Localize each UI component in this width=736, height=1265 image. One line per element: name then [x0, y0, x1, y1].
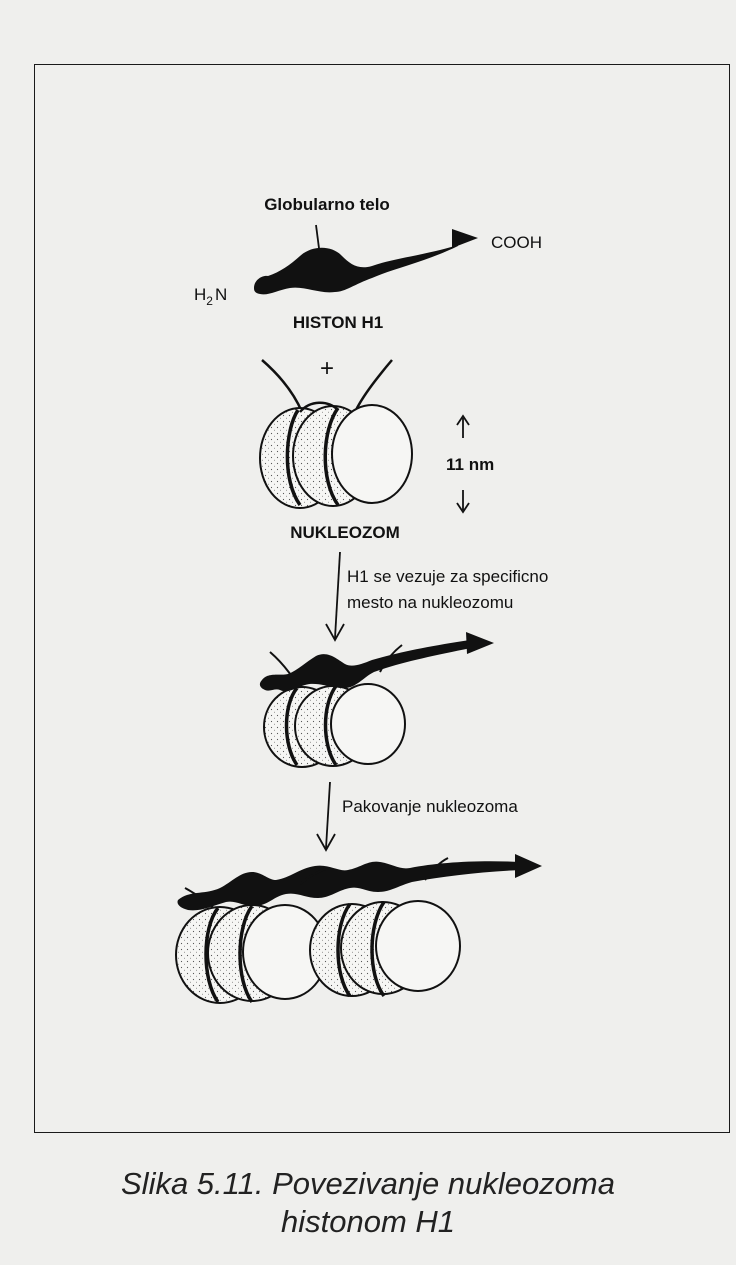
histone-h1-shape — [254, 232, 477, 295]
nucleosome-label: NUKLEOZOM — [290, 523, 400, 542]
caption-line1: Slika 5.11. Povezivanje nukleozoma — [121, 1166, 615, 1201]
dna-wrap — [285, 409, 302, 507]
nucleosome-disc-front — [331, 404, 413, 504]
step1-text-line2: mesto na nukleozomu — [347, 593, 513, 612]
dna-strand-right — [424, 857, 449, 881]
step2-text: Pakovanje nukleozoma — [342, 797, 518, 816]
globular-body-label: Globularno telo — [264, 195, 390, 214]
dna-strand-right — [379, 644, 403, 673]
histone-h1-label: HISTON H1 — [293, 313, 383, 332]
nucleosome-disc-front — [330, 683, 406, 765]
histone-h1-arrowhead — [466, 632, 494, 654]
nucleosome-with-h1 — [259, 632, 494, 768]
nucleosome — [259, 359, 413, 509]
dna-strand-right — [354, 359, 393, 411]
step2-arrow — [316, 781, 336, 852]
dna-wrap-top — [299, 401, 339, 413]
cooh-label: COOH — [491, 233, 542, 252]
dna-wrap — [204, 906, 220, 1004]
figure-frame — [34, 64, 730, 1133]
nucleosome-disc-front — [375, 900, 461, 992]
step1-text-line1: H1 se vezuje za specificno — [347, 567, 548, 586]
histone-h1-arrowhead — [452, 229, 478, 248]
histone-h1-molecule — [254, 224, 478, 295]
dna-wrap — [323, 684, 338, 767]
size-label: 11 nm — [446, 455, 494, 474]
dna-wrap — [370, 901, 386, 998]
histone-h1-bound — [259, 640, 471, 692]
dna-wrap — [284, 686, 299, 767]
dna-strand-left — [261, 359, 304, 413]
dna-wrap — [323, 406, 340, 507]
dna-wrap — [238, 904, 254, 1004]
size-indicator — [456, 414, 470, 514]
histone-h1-arrowhead — [515, 854, 542, 878]
dna-wrap — [336, 902, 352, 998]
plus-sign: + — [320, 355, 334, 382]
packed-nucleosomes — [175, 854, 542, 1004]
figure-caption: Slika 5.11. Povezivanje nukleozoma histo… — [0, 1165, 736, 1241]
histone-h1-chain — [177, 861, 520, 911]
step1-arrow — [325, 551, 345, 642]
caption-line2: histonom H1 — [280, 1204, 456, 1239]
linker-dna — [299, 867, 331, 885]
